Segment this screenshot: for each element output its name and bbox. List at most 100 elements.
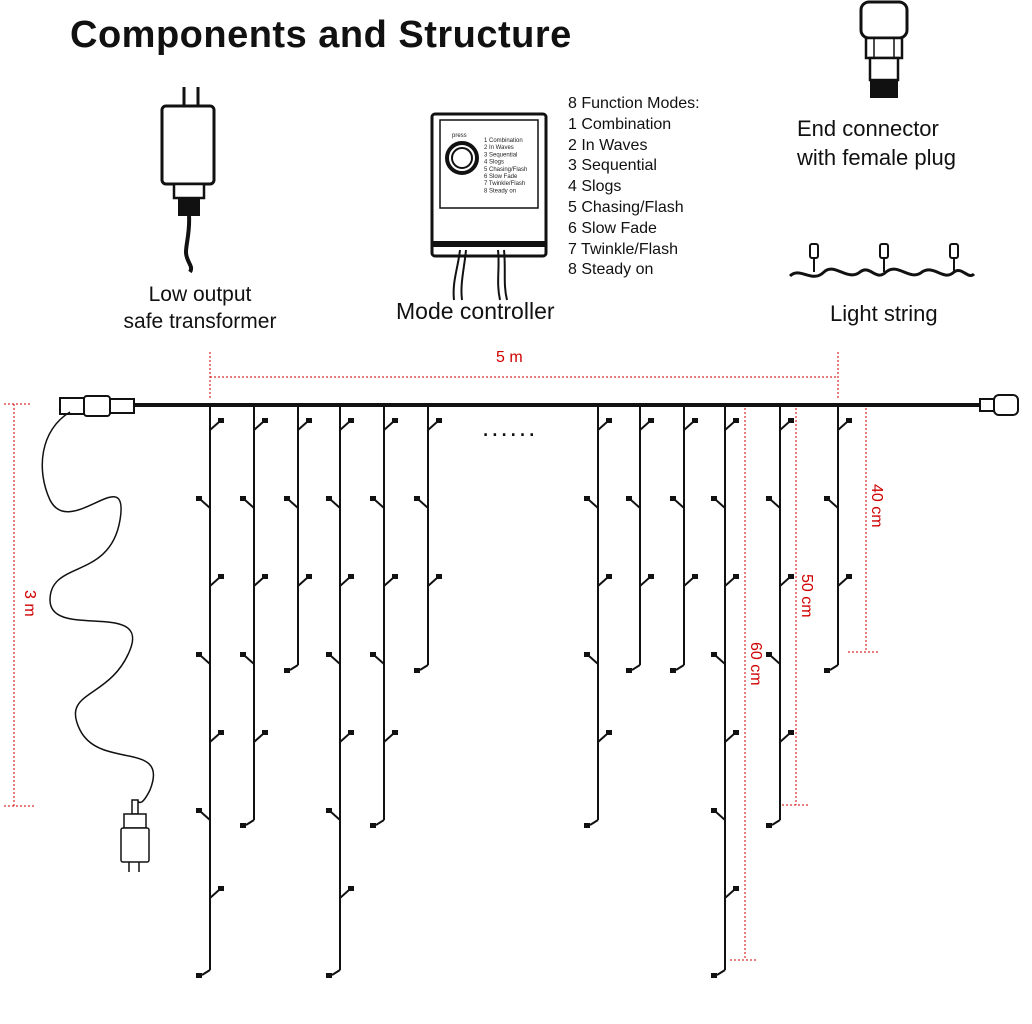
ellipsis: ...... <box>482 412 537 442</box>
bulb-icon <box>683 574 698 587</box>
bulb-icon <box>711 496 726 509</box>
bulb-icon <box>326 496 341 509</box>
power-adapter-icon <box>160 87 216 274</box>
bulb-icon <box>766 819 781 828</box>
bulb-icon <box>597 574 612 587</box>
bulb-icon <box>297 418 312 431</box>
end-connector-caption-line2: with female plug <box>797 145 956 170</box>
bulb-icon <box>824 496 839 509</box>
function-modes-list: 8 Function Modes: 1 Combination 2 In Wav… <box>568 94 700 281</box>
bulb-icon <box>196 496 211 509</box>
bulb-icon <box>837 418 852 431</box>
bulb-icon <box>240 496 255 509</box>
bulb-icon <box>766 652 781 665</box>
bulb-icon <box>383 730 398 743</box>
bulb-icon <box>724 418 739 431</box>
bulb-icon <box>297 574 312 587</box>
bulb-icon <box>427 574 442 587</box>
bulb-icon <box>326 969 341 978</box>
bulb-icon <box>724 574 739 587</box>
bulb-icon <box>339 886 354 899</box>
bulb-icon <box>711 652 726 665</box>
bulb-icon <box>626 664 641 673</box>
bulb-icon <box>284 664 299 673</box>
end-plug-icon <box>979 394 1019 416</box>
bulb-icon <box>779 418 794 431</box>
end-connector-caption-line1: End connector <box>797 116 939 141</box>
bulb-icon <box>240 819 255 828</box>
transformer-caption-line2: safe transformer <box>123 310 277 333</box>
transformer-caption: Low output safe transformer <box>60 281 340 335</box>
controller-mode-label: 3 Sequential <box>484 152 517 158</box>
bulb-icon <box>209 574 224 587</box>
bulb-icon <box>326 652 341 665</box>
mode-item: 2 In Waves <box>568 136 648 154</box>
bulb-icon <box>414 664 429 673</box>
bulb-icon <box>339 418 354 431</box>
plug-adapter-icon <box>120 799 150 872</box>
transformer-caption-line1: Low output <box>148 283 252 306</box>
light-string-caption: Light string <box>830 301 938 326</box>
bulb-icon <box>427 418 442 431</box>
bulb-icon <box>209 730 224 743</box>
controller-mode-label: 8 Steady on <box>484 188 516 194</box>
bulb-icon <box>370 496 385 509</box>
mode-item: 7 Twinkle/Flash <box>568 240 678 258</box>
bulb-icon <box>209 418 224 431</box>
bulb-icon <box>383 418 398 431</box>
bulb-icon <box>711 969 726 978</box>
bulb-icon <box>196 652 211 665</box>
bulb-icon <box>584 819 599 828</box>
coiled-cord <box>41 411 155 804</box>
bulb-icon <box>711 808 726 821</box>
bulb-icon <box>626 496 641 509</box>
input-connector-icon <box>59 395 135 417</box>
bulb-icon <box>383 574 398 587</box>
bulb-icon <box>196 808 211 821</box>
bulb-icon <box>724 886 739 899</box>
bulb-icon <box>326 808 341 821</box>
mode-item: 6 Slow Fade <box>568 219 657 237</box>
bulb-icon <box>240 652 255 665</box>
cord-length-label: 3 m <box>21 590 38 617</box>
width-label: 5 m <box>496 349 523 366</box>
bulb-icon <box>724 730 739 743</box>
bulb-icon <box>584 652 599 665</box>
bulb-icon <box>670 496 685 509</box>
press-label: press <box>452 133 467 139</box>
bulb-icon <box>837 574 852 587</box>
mode-item: 5 Chasing/Flash <box>568 198 684 216</box>
controller-mode-label: 4 Slogs <box>484 160 504 166</box>
bulb-icon <box>683 418 698 431</box>
bulb-icon <box>196 969 211 978</box>
bulb-icon <box>779 574 794 587</box>
end-connector-icon <box>859 0 909 98</box>
bulb-icon <box>597 418 612 431</box>
controller-mode-label: 1 Combination <box>484 138 523 144</box>
long-drop-label: 60 cm <box>747 642 764 686</box>
mode-item: 1 Combination <box>568 115 672 133</box>
bulb-icon <box>339 730 354 743</box>
mode-item: 8 Steady on <box>568 261 654 279</box>
page-title: Components and Structure <box>70 14 572 56</box>
bulb-icon <box>209 886 224 899</box>
bulb-icon <box>370 819 385 828</box>
bulb-icon <box>253 574 268 587</box>
controller-mode-label: 5 Chasing/Flash <box>484 167 527 173</box>
light-string-icon <box>788 243 976 278</box>
bulb-icon <box>339 574 354 587</box>
medium-drop-label: 50 cm <box>798 574 815 618</box>
function-modes-heading: 8 Function Modes: <box>568 95 700 112</box>
bulb-icon <box>766 496 781 509</box>
controller-mode-label: 2 In Waves <box>484 145 514 151</box>
bulb-icon <box>824 664 839 673</box>
bulb-icon <box>584 496 599 509</box>
bulb-icon <box>370 652 385 665</box>
bulb-icon <box>670 664 685 673</box>
controller-mode-label: 7 Twinkle/Flash <box>484 181 525 187</box>
mode-item: 3 Sequential <box>568 157 657 175</box>
short-drop-label: 40 cm <box>868 484 885 528</box>
bulb-icon <box>779 730 794 743</box>
